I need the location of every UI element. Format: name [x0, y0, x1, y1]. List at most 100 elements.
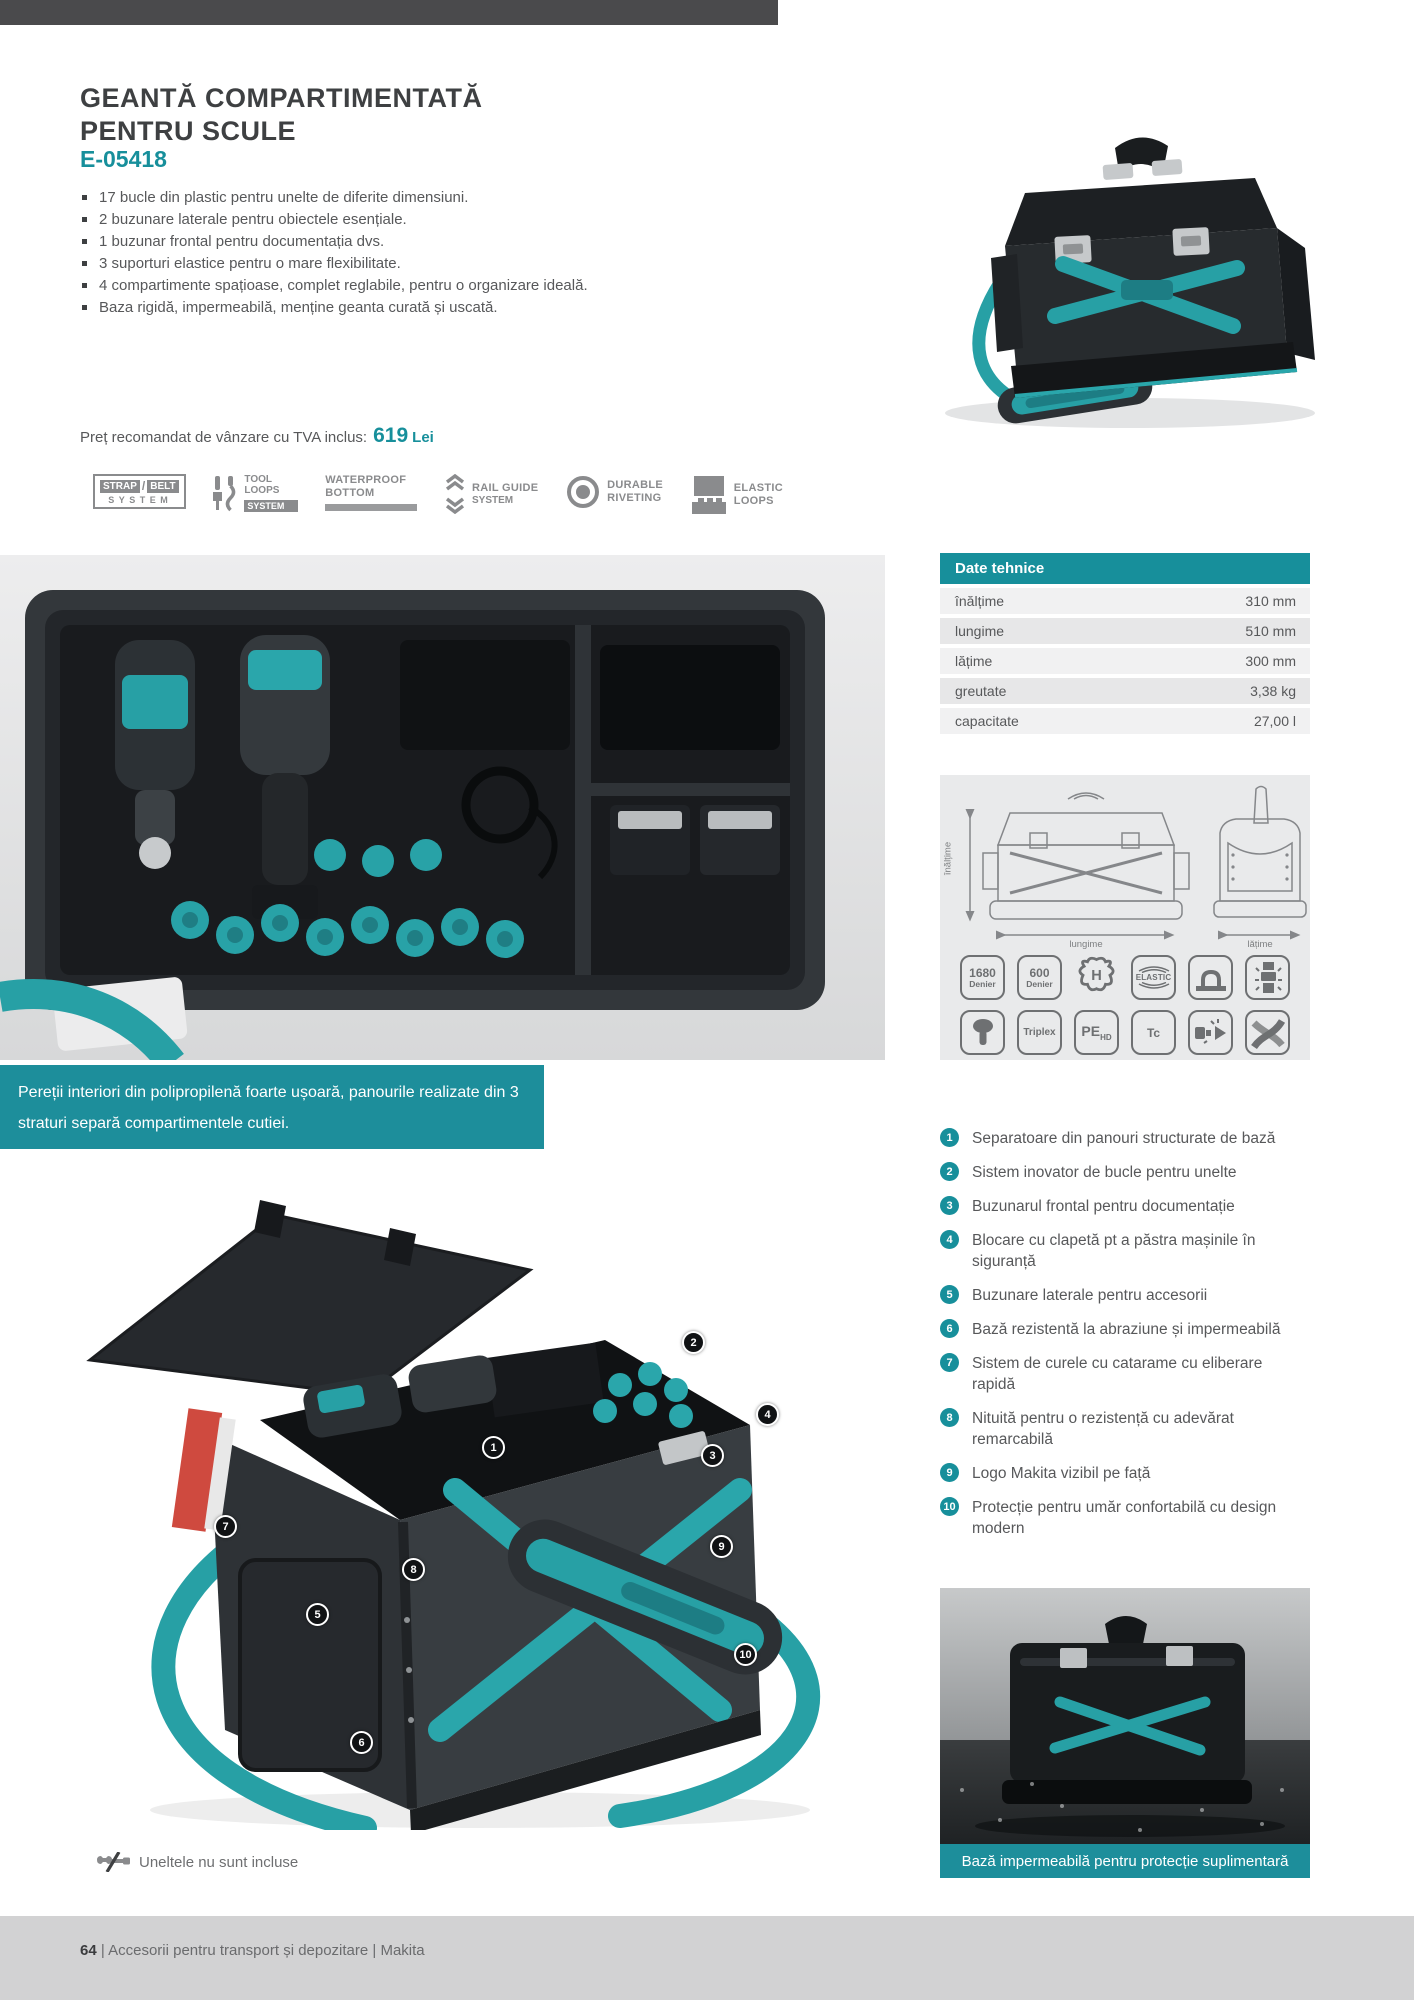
- diagram-width-label: lățime: [1247, 939, 1273, 950]
- bullet-icon: [82, 261, 87, 266]
- bullet-item: 2 buzunare laterale pentru obiectele ese…: [82, 212, 702, 227]
- tech-row-width: lățime 300 mm: [940, 648, 1310, 674]
- feature-number-badge: 10: [940, 1497, 959, 1516]
- price-currency: Lei: [412, 429, 434, 446]
- secure-buckle-icon: [1245, 955, 1290, 1000]
- badge-word: BOTTOM: [325, 487, 375, 499]
- bullet-icon: [82, 195, 87, 200]
- page-number: 64: [80, 1942, 97, 1959]
- callout-marker-3: 3: [701, 1444, 724, 1467]
- photo-product-closed: [905, 78, 1345, 438]
- bullet-item: 4 compartimente spațioase, complet regla…: [82, 278, 702, 293]
- badge-waterproof-bottom: WATERPROOF BOTTOM: [325, 474, 418, 511]
- elastic-icon: ELASTIC: [1131, 955, 1176, 1000]
- tech-table-header: Date tehnice: [940, 553, 1310, 584]
- wet-base-illustration: [940, 1588, 1310, 1844]
- handle-icon: [1188, 955, 1233, 1000]
- badge-word: SYSTEM: [471, 495, 514, 506]
- tech-label: capacitate: [955, 713, 1019, 729]
- feature-number-badge: 2: [940, 1162, 959, 1181]
- rivet-icon: [960, 1010, 1005, 1055]
- tech-label: înălțime: [955, 593, 1005, 609]
- price-line: Preț recomandat de vânzare cu TVA inclus…: [80, 424, 434, 448]
- badge-elastic-loops: ELASTIC LOOPS: [690, 474, 783, 516]
- feature-number-badge: 6: [940, 1319, 959, 1338]
- tech-label: lățime: [955, 653, 993, 669]
- badge-word: LOOPS: [244, 485, 280, 496]
- bullet-text: 17 bucle din plastic pentru unelte de di…: [99, 189, 469, 206]
- bullet-icon: [82, 239, 87, 244]
- tech-value: 300 mm: [1245, 653, 1296, 669]
- feature-number-badge: 9: [940, 1463, 959, 1482]
- badge-word: TOOL: [244, 474, 272, 485]
- tech-value: 310 mm: [1245, 593, 1296, 609]
- triplex-icon: Triplex: [1017, 1010, 1062, 1055]
- tool-loops-icon: [213, 476, 236, 512]
- waterproof-base-caption: Bază impermeabilă pentru protecție supli…: [940, 1844, 1310, 1878]
- rail-guide-icon: [445, 474, 465, 514]
- pehd-icon: PEHD: [1074, 1010, 1119, 1055]
- footer-bar: 64 | Accesorii pentru transport și depoz…: [0, 1916, 1414, 2000]
- callout-marker-1: 1: [482, 1436, 505, 1459]
- title-line-1: GEANTĂ COMPARTIMENTATĂ: [80, 83, 483, 113]
- photo-bag-interior: Pereții interiori din polipropilenă foar…: [0, 555, 885, 1149]
- photo-waterproof-base: Bază impermeabilă pentru protecție supli…: [940, 1588, 1310, 1878]
- bullet-item: 1 buzunar frontal pentru documentația dv…: [82, 234, 702, 249]
- price-value: 619: [373, 424, 409, 447]
- bullet-text: 2 buzunare laterale pentru obiectele ese…: [99, 211, 407, 228]
- badge-tool-loops-system: TOOL LOOPS SYSTEM: [212, 474, 299, 514]
- strap-icon: [1245, 1010, 1290, 1055]
- tech-row-capacity: capacitate 27,00 l: [940, 708, 1310, 734]
- page-title: GEANTĂ COMPARTIMENTATĂ PENTRU SCULE: [80, 82, 700, 148]
- bullet-text: 4 compartimente spațioase, complet regla…: [99, 277, 588, 294]
- bullet-text: Baza rigidă, impermeabilă, menține geant…: [99, 299, 498, 316]
- bag-interior-illustration: [0, 555, 885, 1073]
- badge-word: STRAP: [100, 479, 140, 493]
- waterproof-bar-icon: [325, 504, 418, 511]
- badge-word: SYSTEM: [244, 500, 299, 512]
- feature-badges-row: STRAP / BELT SYSTEM TOOL LOOPS SYSTEM WA…: [93, 474, 783, 530]
- strap-belt-frame-icon: STRAP / BELT SYSTEM: [93, 474, 186, 509]
- closed-bag-illustration: [945, 137, 1315, 428]
- svg-text:H: H: [1091, 968, 1102, 984]
- dimension-diagram: [965, 785, 1307, 940]
- tech-value: 27,00 l: [1253, 713, 1296, 729]
- bullet-icon: [82, 305, 87, 310]
- badge-word: SYSTEM: [108, 495, 173, 505]
- feature-number-badge: 5: [940, 1285, 959, 1304]
- title-line-2: PENTRU SCULE: [80, 116, 297, 146]
- open-bag-illustration: [86, 1200, 821, 1840]
- model-number: E-05418: [80, 146, 167, 172]
- callout-marker-9: 9: [710, 1535, 733, 1558]
- tools-note-text: Uneltele nu sunt incluse: [139, 1853, 299, 1871]
- footer-text: 64 | Accesorii pentru transport și depoz…: [80, 1942, 425, 1959]
- callout-marker-6: 6: [350, 1731, 373, 1754]
- callout-marker-7: 7: [214, 1515, 237, 1538]
- bullet-icon: [82, 217, 87, 222]
- slash-icon: /: [141, 479, 146, 493]
- feature-bullet-list: 17 bucle din plastic pentru unelte de di…: [82, 190, 702, 322]
- badge-rail-guide-system: RAIL GUIDE SYSTEM: [444, 474, 538, 514]
- badge-strap-belt-system: STRAP / BELT SYSTEM: [93, 474, 186, 509]
- footer-sep: |: [100, 1942, 109, 1959]
- badge-word: ELASTIC: [733, 482, 783, 494]
- interior-caption: Pereții interiori din polipropilenă foar…: [0, 1065, 544, 1149]
- badge-word: LOOPS: [733, 495, 774, 507]
- callout-marker-4: 4: [756, 1403, 779, 1426]
- price-label: Preț recomandat de vânzare cu TVA inclus…: [80, 429, 368, 446]
- diagram-length-label: lungime: [1069, 939, 1103, 950]
- callout-marker-10: 10: [734, 1643, 757, 1666]
